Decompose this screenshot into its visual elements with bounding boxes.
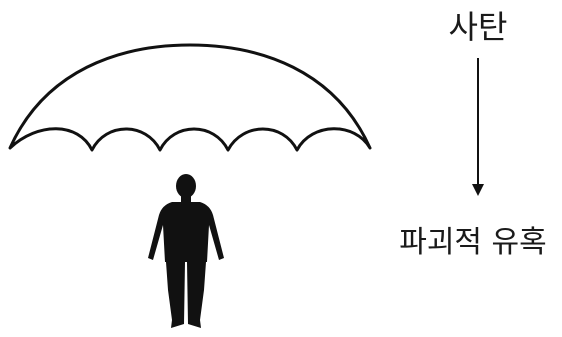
person-silhouette-icon bbox=[148, 174, 224, 328]
top-label: 사탄 bbox=[449, 8, 508, 46]
arrow-down-icon bbox=[472, 58, 484, 196]
umbrella-icon bbox=[10, 45, 370, 150]
bottom-label: 파괴적 유혹 bbox=[399, 225, 547, 260]
umbrella-canopy bbox=[10, 45, 370, 150]
